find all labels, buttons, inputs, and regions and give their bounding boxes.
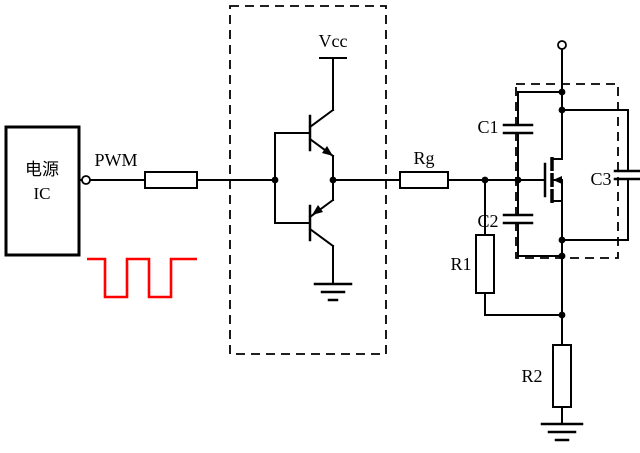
power-ic-box <box>4 125 81 257</box>
c3-capacitor-branch: C3 <box>558 106 640 244</box>
r2-label: R2 <box>521 366 542 386</box>
npn-emitter-arrow-icon <box>322 146 333 156</box>
junction-dot <box>558 236 566 244</box>
power-ic-label-line2: IC <box>34 184 51 203</box>
c3-label: C3 <box>590 169 611 189</box>
c1-capacitor-branch: C1 <box>477 88 566 181</box>
resistor-body <box>399 171 449 189</box>
pnp-emitter-arrow-icon <box>312 205 323 215</box>
pwm-output-terminal <box>81 175 91 185</box>
r2-branch: R2 <box>521 311 584 442</box>
power-ic-label-line1: 电源 <box>25 160 59 179</box>
c1-label: C1 <box>477 117 498 137</box>
resistor-body <box>144 171 198 189</box>
pwm-waveform <box>87 257 197 299</box>
r1-label: R1 <box>450 254 471 274</box>
npn-collector <box>308 108 335 129</box>
power-ic-block: 电源 IC <box>4 125 91 257</box>
resistor-body <box>475 234 495 294</box>
pwm-label: PWM <box>94 150 137 170</box>
driver-ground-icon <box>313 282 353 302</box>
drain-terminal <box>557 40 567 50</box>
npn-transistor <box>308 108 335 181</box>
r1-branch: R1 <box>450 179 563 316</box>
junction-dot <box>271 176 279 184</box>
vcc-label: Vcc <box>319 31 348 51</box>
push-pull-driver-stage: Vcc <box>271 31 401 302</box>
mosfet-symbol <box>543 40 567 346</box>
resistor-body <box>552 344 572 408</box>
source-ground-icon <box>540 422 584 442</box>
c2-capacitor-branch: C2 <box>477 179 566 260</box>
pnp-collector <box>308 227 335 248</box>
junction-dot <box>558 311 566 319</box>
mosfet-body-arrow-icon <box>553 176 562 184</box>
c2-label: C2 <box>477 211 498 231</box>
pwm-series-resistor <box>89 171 276 189</box>
rg-label: Rg <box>413 148 434 168</box>
